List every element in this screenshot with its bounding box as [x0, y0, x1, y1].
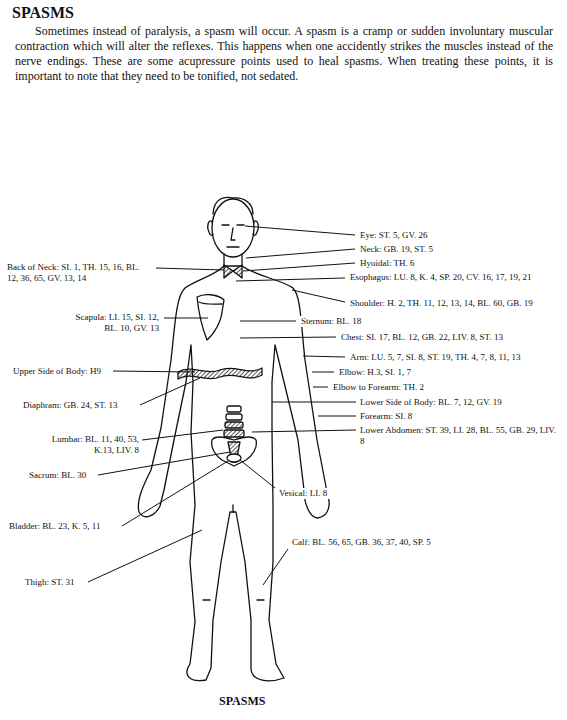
scapula	[197, 295, 224, 340]
diaphragm	[178, 368, 262, 379]
callout-label: Hyoidal: TH. 6	[359, 258, 559, 269]
callout-label: Thigh: ST. 31	[24, 577, 88, 588]
callout-label: Sacrum: BL. 30	[28, 470, 98, 481]
callout-label: Back of Neck: SI. 1, TH. 15, 16, BL. 12,…	[6, 262, 152, 284]
callout-label: Shoulder: H. 2, TH. 11, 12, 13, 14, BL. …	[349, 298, 562, 309]
lumbar-spine	[224, 406, 244, 437]
callout-label: Arm: LU. 5, 7, SI. 8, ST. 19, TH. 4, 7, …	[349, 352, 562, 363]
intro-note: Sometimes instead of paralysis, a spasm …	[14, 24, 554, 84]
body-outline	[138, 266, 329, 681]
crotch-line	[232, 505, 233, 512]
callout-label: Eye: ST. 5, GV. 26	[359, 230, 559, 241]
neck-outline	[224, 254, 242, 266]
eyes	[222, 224, 244, 225]
ear	[253, 221, 258, 235]
callout-label: Elbow to Forearm: TH. 2	[332, 382, 502, 393]
callout-label: Lumbar: BL. 11, 40, 53, K.13, LIV. 8	[36, 434, 140, 456]
pelvis	[212, 437, 257, 466]
callout-label: Scapula: LI. 15, SI. 12, BL. 10, GV. 13	[60, 312, 160, 334]
figure-caption: SPASMS	[219, 694, 265, 709]
ear	[208, 221, 213, 235]
bladder	[227, 454, 241, 462]
callout-label: Neck: GB. 19, ST. 5	[359, 244, 559, 255]
callout-label: Vesical: LI. 8	[278, 488, 358, 499]
callout-label: Upper Side of Body: H9	[12, 366, 112, 377]
callout-label: Elbow: H.3, SI. 1, 7	[338, 367, 498, 378]
callout-label: Calf: BL. 56, 65, GB. 36, 37, 40, SP. 5	[291, 537, 441, 548]
head-outline	[212, 199, 254, 257]
nose	[231, 228, 235, 240]
page-title: SPASMS	[12, 4, 74, 22]
callout-label: Sternum: BL. 18	[300, 316, 420, 327]
callout-label: Lower Side of Body: BL. 7, 12, GV. 19	[359, 397, 562, 408]
callout-label: Lower Abdomen: ST. 39, LI. 28, BL. 55, G…	[359, 425, 559, 447]
hair-line	[213, 197, 253, 214]
knee-marks	[203, 599, 264, 600]
callout-label: Esophagus: LU. 8, K. 4, SP. 20, CV. 16, …	[349, 272, 562, 283]
scapula-ridge	[199, 302, 222, 304]
callout-label: Diaphram: GB. 24, ST. 13	[22, 400, 140, 411]
mouth	[227, 246, 239, 247]
neck-region	[224, 265, 242, 278]
callout-label: Bladder: BL. 23, K. 5, 11	[8, 521, 122, 532]
callout-label: Forearm: SI. 8	[359, 411, 509, 422]
callout-label: Chest: SI. 17, BL. 12, GB. 22, LIV. 8, S…	[340, 332, 562, 343]
